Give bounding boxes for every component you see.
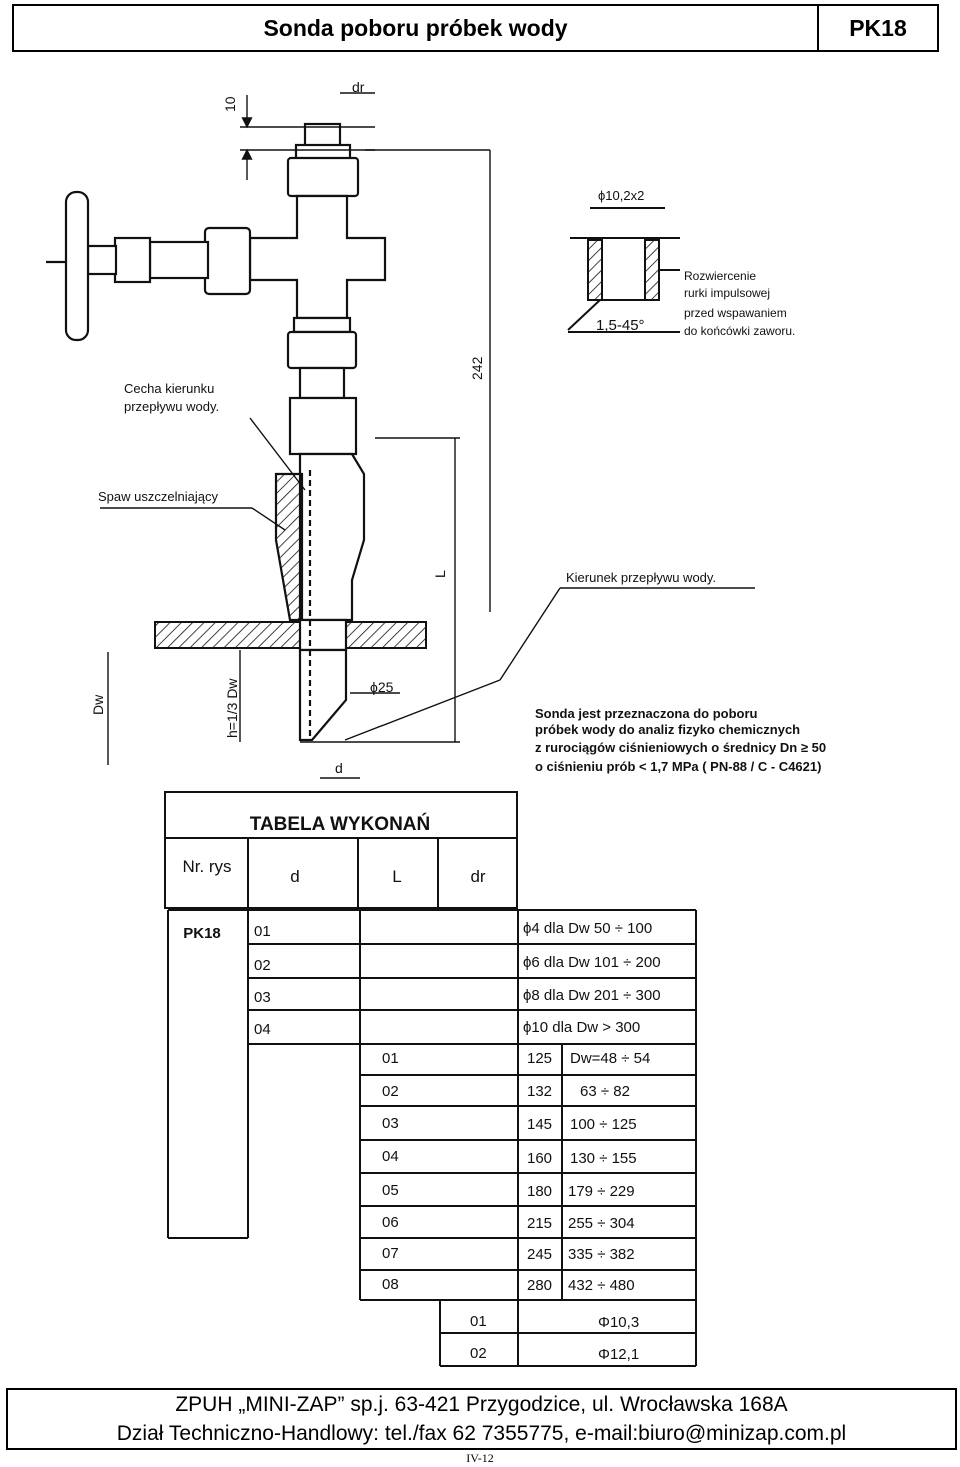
d-row-desc: ϕ4 dla Dw 50 ÷ 100 (523, 920, 652, 937)
footer-contact: Dział Techniczno-Handlowy: tel./fax 62 7… (116, 1422, 847, 1445)
dr-row-value: Φ10,3 (598, 1314, 639, 1331)
detail-note-2: rurki impulsowej (684, 286, 770, 300)
dim-l: L (432, 570, 448, 578)
valve-body (248, 194, 387, 320)
l-row-len: 160 (527, 1150, 552, 1167)
page-title: Sonda poboru próbek wody (14, 6, 819, 50)
l-row-dw: 179 ÷ 229 (568, 1183, 635, 1200)
pipe-wall (154, 621, 427, 649)
bore-detail (567, 207, 680, 333)
d-row-code: 01 (254, 923, 271, 940)
l-row-dw: 130 ÷ 155 (570, 1150, 637, 1167)
l-row-dw: Dw=48 ÷ 54 (570, 1050, 650, 1067)
label-cecha-2: przepływu wody. (124, 399, 219, 414)
d-row-desc: ϕ6 dla Dw 101 ÷ 200 (523, 954, 661, 971)
l-row-code: 04 (382, 1148, 399, 1165)
header-nr-rys: Nr. rys (182, 857, 231, 876)
l-row-dw: 100 ÷ 125 (570, 1116, 637, 1133)
dim-d: d (335, 760, 343, 776)
coupling (288, 396, 358, 456)
l-row-dw: 335 ÷ 382 (568, 1246, 635, 1263)
footer-company: ZPUH „MINI-ZAP” sp.j. 63-421 Przygodzice… (175, 1393, 788, 1416)
label-cecha-1: Cecha kierunku (124, 381, 214, 396)
header-box: Sonda poboru próbek wody PK18 (12, 4, 939, 52)
l-row-len: 180 (527, 1183, 552, 1200)
product-code: PK18 (849, 14, 907, 41)
l-row-code: 07 (382, 1245, 399, 1262)
variants-table (164, 791, 697, 1367)
page-number: IV-12 (466, 1451, 494, 1465)
description-line-1: Sonda jest przeznaczona do poboru (535, 706, 758, 721)
l-row-code: 02 (382, 1083, 399, 1100)
probe-tube (298, 648, 348, 742)
dimension-lines (100, 92, 755, 779)
detail-note-1: Rozwiercenie (684, 269, 756, 283)
d-row-desc: ϕ8 dla Dw 201 ÷ 300 (523, 987, 661, 1004)
d-row-code: 02 (254, 957, 271, 974)
dr-row-value: Φ12,1 (598, 1346, 639, 1363)
dim-dw: Dw (90, 694, 106, 715)
d-row-desc: ϕ10 dla Dw > 300 (523, 1019, 640, 1036)
description-line-4: o ciśnieniu prób < 1,7 MPa ( PN-88 / C -… (535, 759, 821, 774)
table-title: TABELA WYKONAŃ (250, 813, 430, 835)
footer-box: ZPUH „MINI-ZAP” sp.j. 63-421 Przygodzice… (6, 1388, 957, 1450)
lower-nut (286, 330, 358, 370)
header-dr: dr (470, 867, 485, 886)
handwheel (64, 190, 90, 342)
l-row-len: 132 (527, 1083, 552, 1100)
dr-row-code: 02 (470, 1345, 487, 1362)
l-row-len: 145 (527, 1116, 552, 1133)
l-row-code: 05 (382, 1182, 399, 1199)
d-row-code: 04 (254, 1021, 271, 1038)
header-d: d (290, 867, 299, 886)
l-row-len: 215 (527, 1215, 552, 1232)
dim-dr: dr (352, 79, 365, 95)
l-row-code: 03 (382, 1115, 399, 1132)
l-row-len: 245 (527, 1246, 552, 1263)
d-row-code: 03 (254, 989, 271, 1006)
dim-242: 242 (469, 356, 485, 380)
detail-angle: 1,5-45° (596, 317, 645, 334)
l-row-code: 06 (382, 1214, 399, 1231)
header-l: L (392, 867, 401, 886)
l-row-dw: 432 ÷ 480 (568, 1277, 635, 1294)
detail-note-3: przed wspawaniem (684, 306, 787, 320)
l-row-code: 01 (382, 1050, 399, 1067)
dr-row-code: 01 (470, 1313, 487, 1330)
l-row-len: 280 (527, 1277, 552, 1294)
description-line-2: próbek wody do analiz fizyko chemicznych (535, 722, 800, 737)
l-row-code: 08 (382, 1276, 399, 1293)
detail-phi: ϕ10,2x2 (598, 188, 644, 203)
label-spaw: Spaw uszczelniający (98, 489, 218, 504)
valve-assembly (46, 122, 387, 742)
side-nut (203, 226, 252, 296)
l-row-dw: 255 ÷ 304 (568, 1215, 635, 1232)
description-line-3: z rurociągów ciśnieniowych o średnicy Dn… (535, 740, 826, 755)
dim-10: 10 (222, 96, 238, 112)
dim-h: h=1/3 Dw (224, 678, 240, 738)
model-code: PK18 (183, 925, 221, 942)
dim-phi25: ϕ25 (370, 679, 394, 695)
l-row-dw: 63 ÷ 82 (580, 1083, 630, 1100)
detail-note-4: do końcówki zaworu. (684, 324, 795, 338)
top-nut (286, 156, 360, 198)
label-kierunek: Kierunek przepływu wody. (566, 570, 716, 585)
l-row-len: 125 (527, 1050, 552, 1067)
